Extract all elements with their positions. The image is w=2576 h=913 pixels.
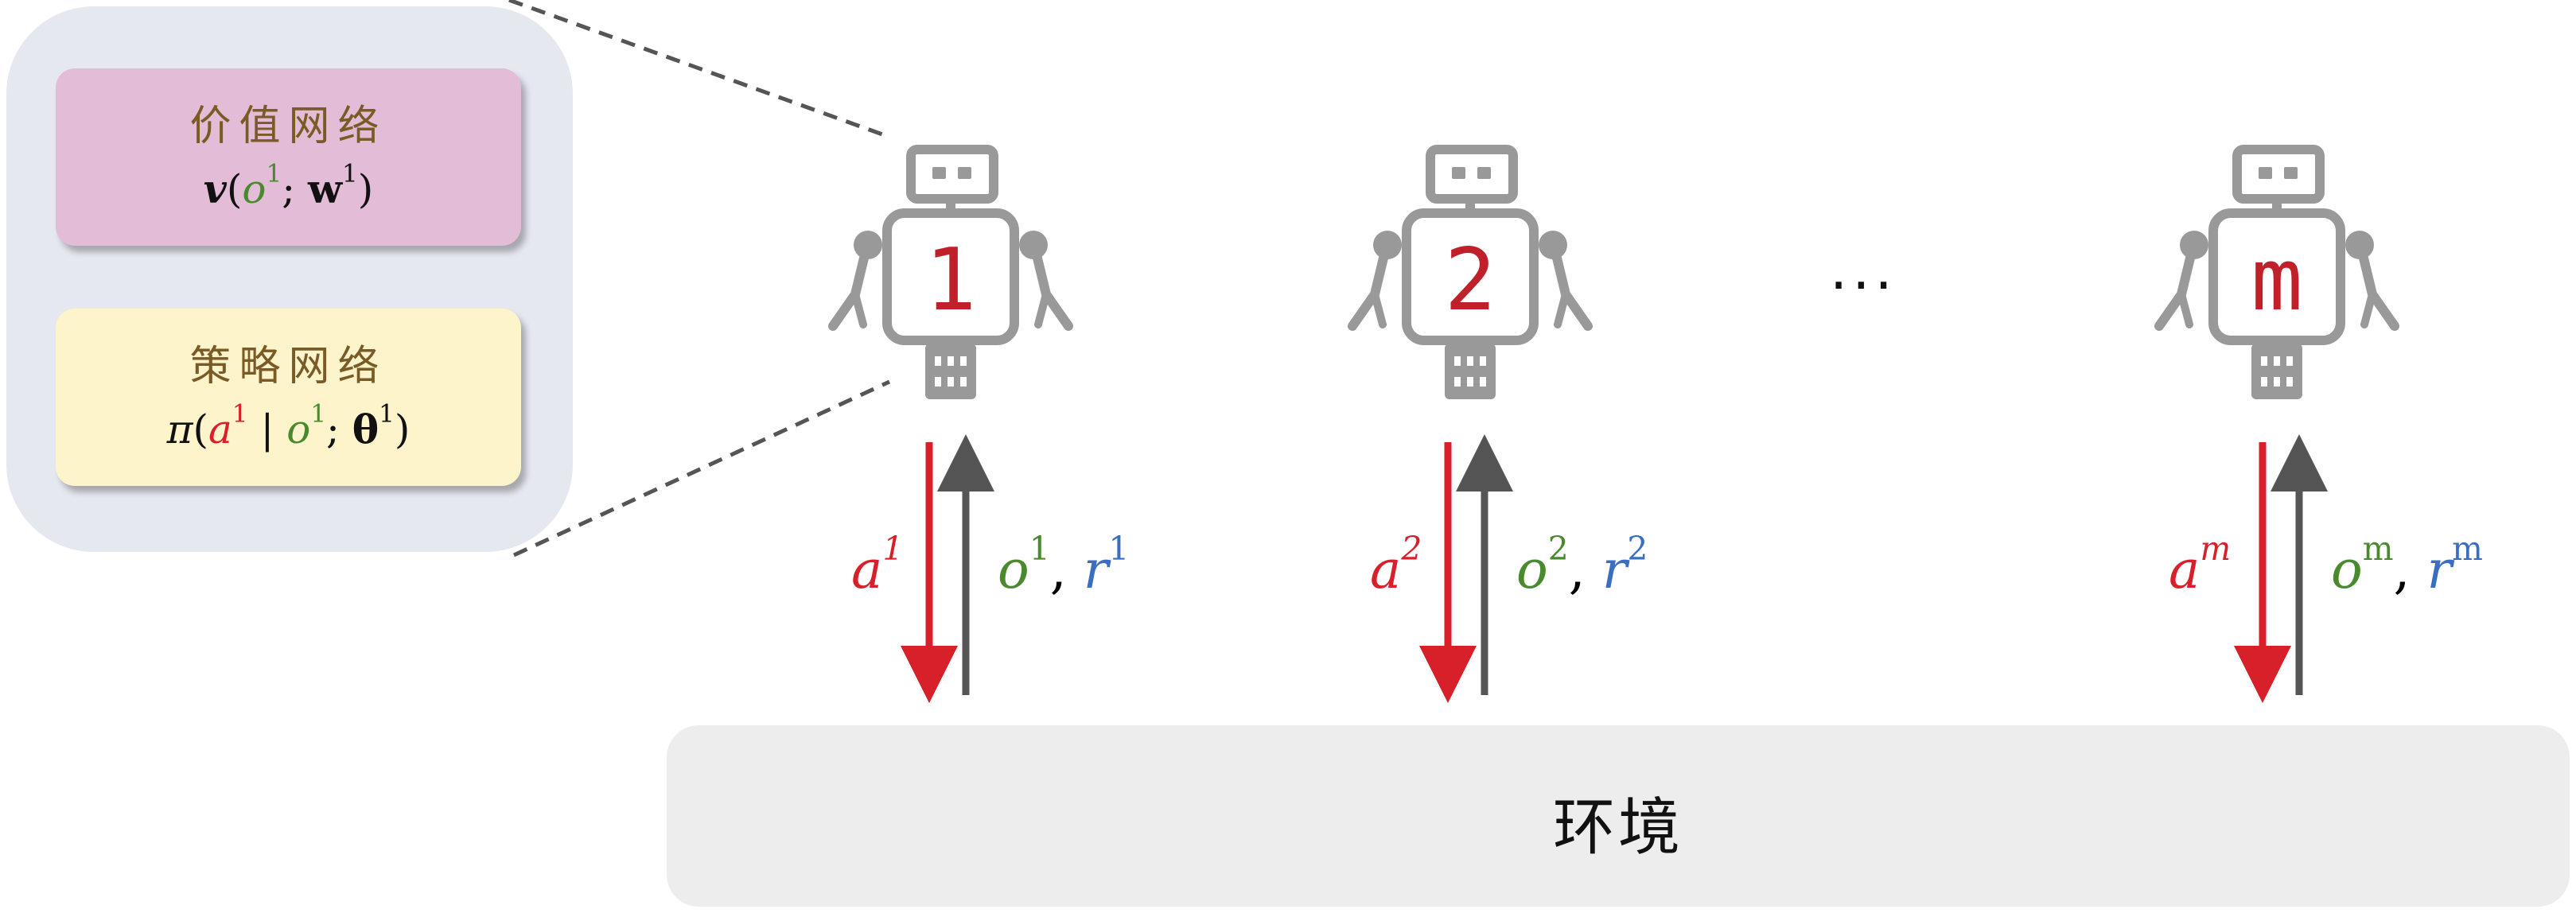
policy-given-bar: | [260,406,274,453]
value-obs-symbol: o [242,166,267,212]
agent-number: 2 [1444,231,1496,330]
value-function-symbol: v [203,165,227,212]
value-obs-superscript: 1 [266,159,282,188]
policy-obs-superscript: 1 [310,399,327,429]
policy-action-superscript: 1 [232,399,248,429]
action-label: am [2169,530,2232,600]
agent-number: m [2251,231,2303,330]
action-label: a1 [851,530,904,600]
policy-theta-superscript: 1 [379,399,395,429]
value-weight-symbol: w [307,165,342,212]
value-network-title: 价值网络 [189,103,387,150]
connector-top-line [508,0,885,138]
value-network-formula: v(o1; w1) [203,159,374,212]
policy-network-title: 策略网络 [189,343,387,390]
connector-bottom-line [512,379,891,558]
policy-obs-symbol: o [286,406,311,453]
policy-network-card: 策略网络 π(a1 | o1; θ1) [56,309,521,486]
value-network-card: 价值网络 v(o1; w1) [56,68,521,246]
policy-action-symbol: a [208,406,232,453]
value-weight-superscript: 1 [341,159,358,188]
observation-reward-label: om, rm [2331,530,2483,600]
policy-network-formula: π(a1 | o1; θ1) [166,399,411,453]
policy-pi-symbol: π [166,406,193,453]
policy-theta-symbol: θ [352,406,379,453]
agent-number: 1 [924,231,977,330]
action-label: a2 [1370,530,1422,600]
environment-box: 环境 [667,725,2570,907]
observation-reward-label: o2, r2 [1516,530,1648,600]
environment-label: 环境 [1552,792,1683,864]
agents-ellipsis: ··· [1830,253,1897,318]
observation-reward-label: o1, r1 [998,530,1130,600]
